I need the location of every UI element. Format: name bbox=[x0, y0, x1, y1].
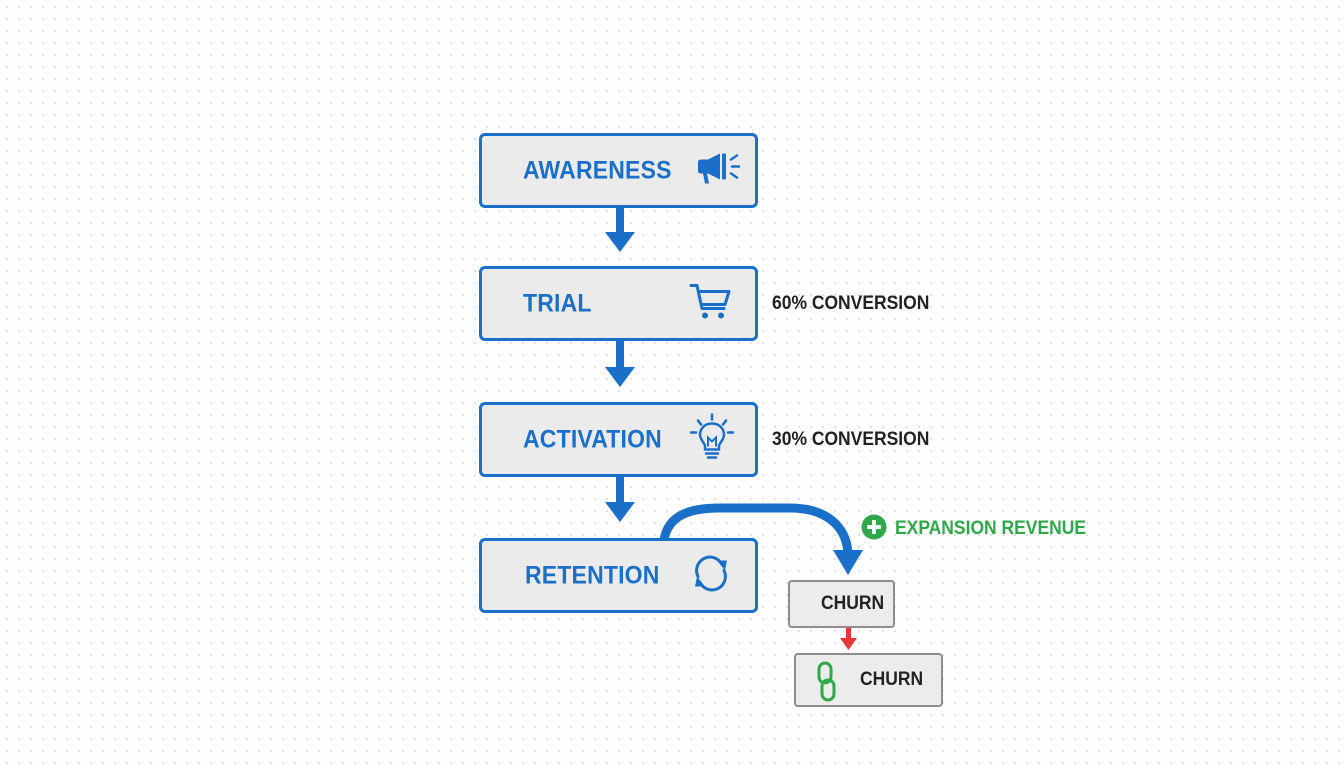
stage-label: AWARENESS bbox=[523, 156, 672, 184]
shopping-cart-icon bbox=[688, 281, 732, 326]
churn-label: CHURN bbox=[821, 593, 885, 614]
edge-awareness-trial bbox=[605, 207, 635, 252]
chain-link-icon bbox=[815, 661, 837, 708]
stage-trial[interactable]: TRIAL bbox=[479, 266, 758, 341]
edge-trial-activation bbox=[605, 340, 635, 387]
stage-awareness[interactable]: AWARENESS bbox=[479, 133, 758, 208]
conversion-label-trial: 60% CONVERSION bbox=[772, 293, 930, 314]
expansion-revenue-label: EXPANSION REVENUE bbox=[895, 518, 1087, 539]
edge-activation-retention bbox=[605, 475, 635, 522]
stage-activation[interactable]: ACTIVATION bbox=[479, 402, 758, 477]
churn-label: CHURN bbox=[860, 669, 924, 690]
edge-churn-churn bbox=[840, 628, 857, 650]
churn-box[interactable]: CHURN bbox=[788, 580, 895, 628]
refresh-cycle-icon bbox=[690, 552, 732, 599]
stage-retention[interactable]: RETENTION bbox=[479, 538, 758, 613]
plus-circle-icon bbox=[861, 514, 887, 545]
lightbulb-icon bbox=[688, 412, 736, 467]
expansion-revenue-annotation: EXPANSION REVENUE bbox=[861, 514, 1103, 545]
megaphone-icon bbox=[694, 150, 746, 191]
stage-label: TRIAL bbox=[523, 289, 592, 317]
churn-box-linked[interactable]: CHURN bbox=[794, 653, 943, 707]
stage-label: ACTIVATION bbox=[523, 425, 662, 453]
conversion-label-activation: 30% CONVERSION bbox=[772, 429, 930, 450]
stage-label: RETENTION bbox=[525, 561, 660, 589]
